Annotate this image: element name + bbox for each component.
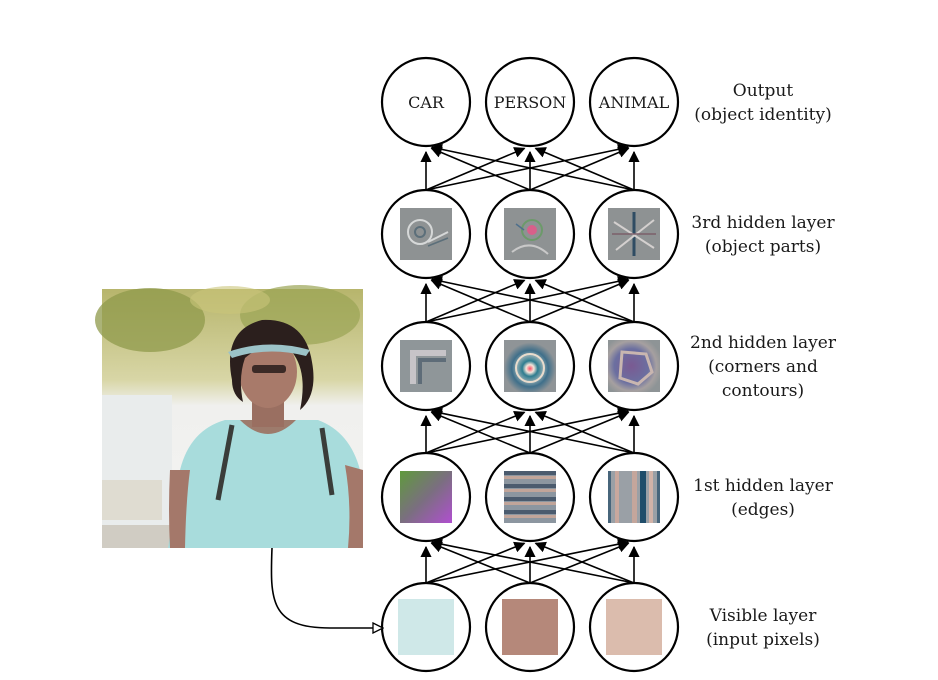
- unit-output-0: CAR: [380, 56, 472, 148]
- corner-feature-icon: [400, 340, 452, 392]
- connection-arrow-visible-2-to-hidden1-0: [430, 538, 635, 584]
- connection-arrow-hidden1-2-to-hidden2-0: [430, 407, 635, 454]
- connection-arrow-visible-2-to-hidden1-1: [534, 541, 635, 584]
- unit-hidden1-2: [588, 451, 680, 543]
- face-parts-feature-icon: [504, 208, 556, 260]
- connection-arrow-hidden3-1-to-output-0: [430, 147, 531, 191]
- layer-caption-output: Output: [733, 81, 794, 101]
- unit-hidden1-0: [380, 451, 472, 543]
- unit-hidden3-1: [484, 188, 576, 280]
- connection-arrow-hidden1-2-to-hidden2-1: [534, 410, 635, 454]
- layer-caption-output: (object identity): [694, 105, 832, 125]
- diagonal-gradient-edge-icon: [400, 471, 452, 523]
- connection-arrow-hidden1-1-to-hidden2-0: [430, 410, 531, 454]
- layer-caption-hidden1: (edges): [731, 500, 795, 520]
- unit-output-2: ANIMAL: [588, 56, 680, 148]
- blob-contour-feature-icon: [608, 340, 660, 392]
- connection-arrow-hidden2-2-to-hidden3-1: [534, 279, 635, 323]
- unit-hidden3-0: [380, 188, 472, 280]
- connection-arrow-visible-0-to-hidden1-1: [425, 541, 526, 584]
- output-label: CAR: [408, 93, 445, 112]
- input-pointer-arrow: [270, 547, 383, 628]
- layer-captions: Output (object identity) 3rd hidden layer (…: [690, 81, 837, 650]
- unit-hidden3-2: [588, 188, 680, 280]
- layer-caption-hidden2: 2nd hidden layer: [690, 333, 837, 353]
- connection-arrow-visible-1-to-hidden1-2: [529, 541, 630, 584]
- ring-contour-feature-icon: [504, 340, 556, 392]
- unit-visible-0: [380, 581, 472, 673]
- connection-arrow-hidden2-1-to-hidden3-0: [430, 279, 531, 323]
- connection-arrow-hidden3-2-to-output-0: [430, 143, 635, 191]
- connection-arrow-hidden3-0-to-output-1: [425, 147, 526, 191]
- unit-visible-2: [588, 581, 680, 673]
- vertical-stripes-edge-icon: [608, 471, 660, 523]
- connection-arrow-hidden3-2-to-output-1: [534, 147, 635, 191]
- horizontal-stripes-edge-icon: [504, 471, 556, 523]
- connection-arrow-hidden3-1-to-output-2: [529, 147, 630, 191]
- connection-arrow-hidden2-0-to-hidden3-1: [425, 279, 526, 323]
- layer-caption-hidden2: (corners and: [708, 357, 818, 377]
- connection-arrow-hidden1-0-to-hidden2-1: [425, 410, 526, 454]
- layer-caption-hidden3: 3rd hidden layer: [691, 213, 835, 233]
- unit-output-1: PERSON: [484, 56, 576, 148]
- connection-arrow-visible-1-to-hidden1-0: [430, 541, 531, 584]
- connection-arrow-hidden1-1-to-hidden2-2: [529, 410, 630, 454]
- layer-caption-hidden1: 1st hidden layer: [693, 476, 834, 496]
- output-label: ANIMAL: [598, 93, 670, 112]
- output-label: PERSON: [494, 93, 567, 112]
- connection-arrow-hidden3-0-to-output-2: [425, 143, 630, 191]
- limb-parts-feature-icon: [608, 208, 660, 260]
- input-pixel-swatch: [398, 599, 454, 655]
- connection-arrow-hidden1-0-to-hidden2-2: [425, 407, 630, 454]
- layer-caption-visible: (input pixels): [706, 630, 820, 650]
- person-photo-icon: [95, 285, 363, 548]
- wheel-parts-feature-icon: [400, 208, 452, 260]
- connection-arrow-visible-0-to-hidden1-2: [425, 538, 630, 584]
- connection-arrow-hidden2-1-to-hidden3-2: [529, 279, 630, 323]
- unit-hidden1-1: [484, 451, 576, 543]
- unit-visible-1: [484, 581, 576, 673]
- connection-arrow-hidden2-0-to-hidden3-2: [425, 275, 630, 323]
- input-pixel-swatch: [502, 599, 558, 655]
- input-pixel-swatch: [606, 599, 662, 655]
- unit-hidden2-0: [380, 320, 472, 412]
- connection-arrows: [420, 143, 640, 584]
- layer-caption-visible: Visible layer: [709, 606, 818, 626]
- layer-caption-hidden2: contours): [722, 381, 804, 401]
- layer-caption-hidden3: (object parts): [705, 237, 821, 257]
- unit-hidden2-2: [588, 320, 680, 412]
- unit-hidden2-1: [484, 320, 576, 412]
- connection-arrow-hidden2-2-to-hidden3-0: [430, 275, 635, 323]
